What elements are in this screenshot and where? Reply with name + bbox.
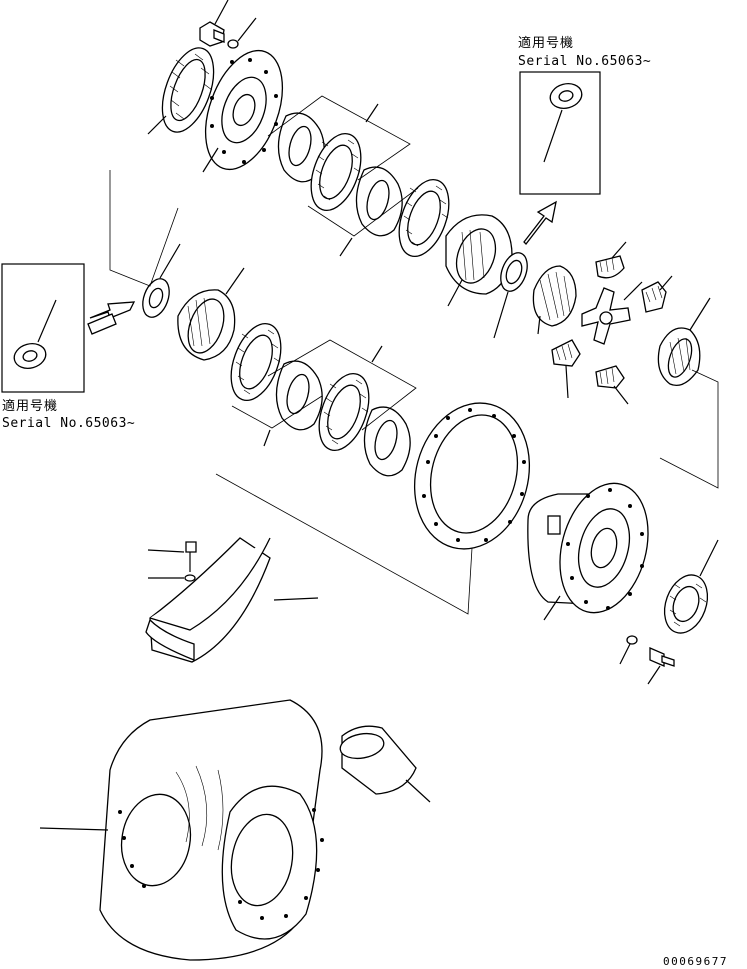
upper-clutch-stack[interactable] xyxy=(267,95,458,263)
top-bolt[interactable] xyxy=(199,0,229,47)
axle-housing[interactable] xyxy=(39,699,324,961)
bottom-right-bolt[interactable] xyxy=(647,647,675,685)
lower-thrust-washer[interactable] xyxy=(109,170,181,321)
carrier-flange[interactable] xyxy=(191,40,297,180)
sleeve-bushing[interactable] xyxy=(338,725,431,803)
clutch-hub-upper[interactable] xyxy=(445,214,513,307)
half-cover[interactable] xyxy=(145,537,319,663)
spider-cross[interactable] xyxy=(581,281,643,345)
cover-washer[interactable] xyxy=(148,574,196,582)
callout-left-serial: Serial No.65063~ xyxy=(2,416,135,431)
pinion-gear-right[interactable] xyxy=(641,275,673,313)
callout-top-jp: 適用号機 xyxy=(518,35,574,51)
ring-gear[interactable] xyxy=(399,390,545,562)
thrust-washer[interactable] xyxy=(493,249,532,339)
pinion-gear-top[interactable] xyxy=(595,241,627,279)
bearing-top[interactable] xyxy=(147,41,224,139)
lower-clutch-stack[interactable] xyxy=(222,317,417,477)
callout-top-serial: Serial No.65063~ xyxy=(518,54,651,69)
drawing-code: 00069677 xyxy=(663,955,728,968)
side-gear[interactable] xyxy=(532,265,577,335)
side-gear-hub-right[interactable] xyxy=(657,297,719,489)
arrow-to-top-callout xyxy=(523,200,557,245)
callout-top: 適用号機 Serial No.65063~ xyxy=(518,35,651,195)
clutch-hub-lower[interactable] xyxy=(177,267,245,361)
pinion-gear-bottom[interactable] xyxy=(595,365,629,405)
differential-case[interactable] xyxy=(215,473,662,622)
cover-bolt[interactable] xyxy=(147,541,197,572)
arrow-to-left-callout xyxy=(87,301,136,335)
bearing-right[interactable] xyxy=(657,539,719,639)
top-washer[interactable] xyxy=(227,17,257,49)
bottom-right-washer[interactable] xyxy=(619,635,638,665)
callout-left: 適用号機 Serial No.65063~ xyxy=(1,263,135,431)
callout-left-jp: 適用号機 xyxy=(2,398,58,414)
pinion-gear-left[interactable] xyxy=(551,339,581,399)
